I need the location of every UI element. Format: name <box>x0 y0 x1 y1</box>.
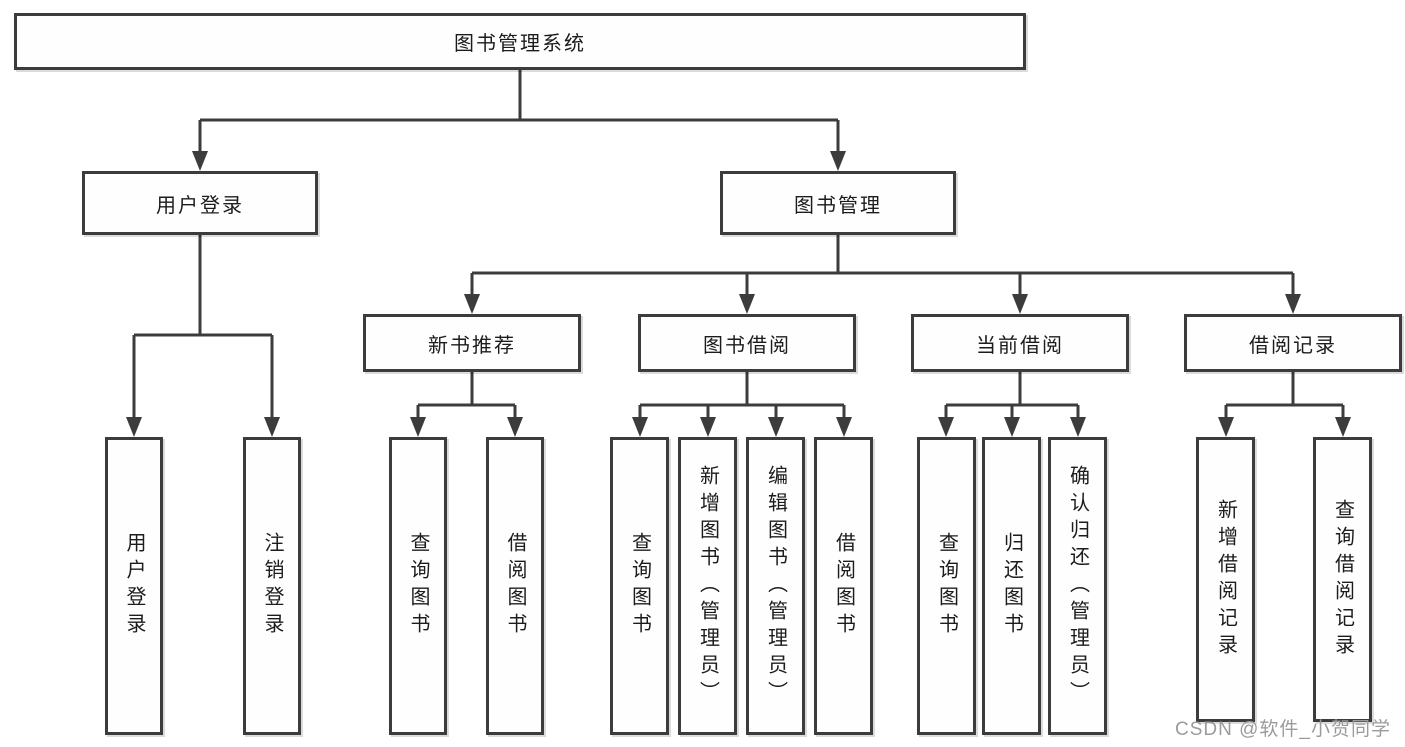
connector-current-group <box>944 372 1080 419</box>
node-leaf-records-add-record: 新增借阅记录 <box>1196 437 1255 722</box>
node-book-management: 图书管理 <box>720 171 956 235</box>
node-root-system-label: 图书管理系统 <box>454 33 586 55</box>
node-leaf-borrow-query-books-label: 查询图书 <box>628 532 651 640</box>
node-leaf-borrow-edit-books-admin-label: 编辑图书（管理员） <box>764 464 787 708</box>
node-borrow-records-label: 借阅记录 <box>1249 334 1337 357</box>
node-user-login: 用户登录 <box>82 171 318 235</box>
node-leaf-user-login: 用户登录 <box>105 437 163 735</box>
node-leaf-current-query-books-label: 查询图书 <box>935 532 958 640</box>
node-leaf-rec-query-books-label: 查询图书 <box>407 532 429 640</box>
connector-recommend-group <box>416 372 517 419</box>
node-user-login-label: 用户登录 <box>156 194 244 217</box>
node-leaf-user-login-label: 用户登录 <box>123 532 145 640</box>
node-current-borrow-label: 当前借阅 <box>976 334 1064 357</box>
node-book-management-label: 图书管理 <box>794 194 882 217</box>
node-leaf-current-return-books: 归还图书 <box>982 437 1041 735</box>
node-leaf-current-confirm-return-admin: 确认归还（管理员） <box>1048 437 1107 735</box>
connector-login-group <box>132 235 274 419</box>
node-root-system: 图书管理系统 <box>14 13 1026 70</box>
node-current-borrow: 当前借阅 <box>911 314 1129 372</box>
node-leaf-records-query-record: 查询借阅记录 <box>1313 437 1372 722</box>
node-leaf-rec-borrow-books: 借阅图书 <box>486 437 544 735</box>
node-borrow-records: 借阅记录 <box>1184 314 1402 372</box>
node-new-book-recommend: 新书推荐 <box>363 314 581 372</box>
node-leaf-current-confirm-return-admin-label: 确认归还（管理员） <box>1066 464 1089 708</box>
connector-bookmgmt-to-level3 <box>470 235 1295 297</box>
node-leaf-borrow-query-books: 查询图书 <box>610 437 669 735</box>
node-leaf-borrow-edit-books-admin: 编辑图书（管理员） <box>746 437 805 735</box>
node-new-book-recommend-label: 新书推荐 <box>428 334 516 357</box>
node-leaf-borrow-add-books-admin: 新增图书（管理员） <box>678 437 737 735</box>
node-leaf-borrow-borrow-books-label: 借阅图书 <box>832 532 855 640</box>
node-leaf-current-return-books-label: 归还图书 <box>1000 532 1023 640</box>
connector-borrow-group <box>638 372 846 419</box>
csdn-watermark: CSDN @软件_小贺同学 <box>1175 719 1391 740</box>
node-leaf-logout: 注销登录 <box>243 437 301 735</box>
connector-root-to-level2 <box>198 70 840 153</box>
node-leaf-rec-borrow-books-label: 借阅图书 <box>504 532 526 640</box>
node-leaf-rec-query-books: 查询图书 <box>389 437 447 735</box>
node-book-borrow-label: 图书借阅 <box>703 334 791 357</box>
node-leaf-records-query-record-label: 查询借阅记录 <box>1331 498 1354 661</box>
node-leaf-logout-label: 注销登录 <box>261 532 283 640</box>
node-leaf-borrow-borrow-books: 借阅图书 <box>814 437 873 735</box>
node-leaf-borrow-add-books-admin-label: 新增图书（管理员） <box>696 464 719 708</box>
node-book-borrow: 图书借阅 <box>638 314 856 372</box>
node-leaf-current-query-books: 查询图书 <box>917 437 976 735</box>
node-leaf-records-add-record-label: 新增借阅记录 <box>1214 498 1237 661</box>
connector-records-group <box>1224 372 1345 419</box>
